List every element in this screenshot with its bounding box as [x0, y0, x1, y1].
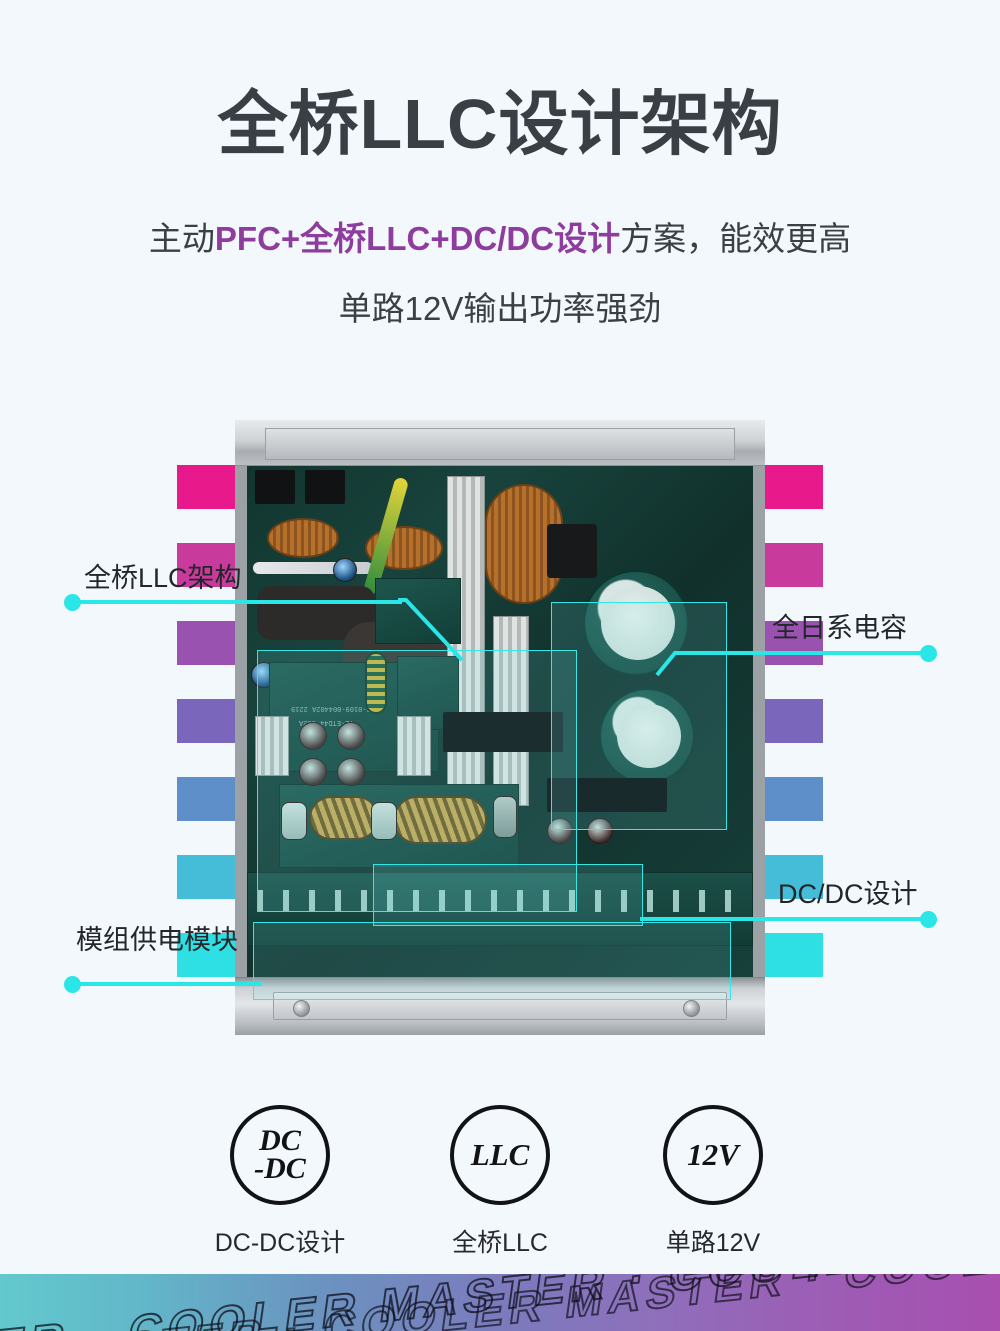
screw-icon — [293, 1000, 310, 1017]
badge-glyph-12v: 12V — [687, 1137, 739, 1172]
highlight-dc-dc — [373, 864, 643, 926]
psu-top-panel — [235, 420, 765, 466]
callout-line-modular-module — [72, 982, 262, 986]
subtitle-line-1: 主动PFC+全桥LLC+DC/DC设计方案，能效更高 — [0, 222, 1000, 255]
callout-elbow-full-bridge-llc — [398, 598, 464, 662]
psu-pcb: 13-0109-004402A 2219 TZ-ETD44-002A — [247, 466, 753, 977]
badge-ring-llc: LLC — [450, 1105, 550, 1205]
screw-icon — [683, 1000, 700, 1017]
callout-line-dc-dc — [640, 917, 926, 921]
subtitle-segment-plain-2: 方案，能效更高 — [620, 220, 852, 257]
callout-label-full-bridge-llc: 全桥LLC架构 — [84, 563, 242, 593]
psu-photo: 13-0109-004402A 2219 TZ-ETD44-002A — [235, 420, 765, 1035]
psu-bottom-panel — [235, 977, 765, 1035]
badge-caption-llc: 全桥LLC — [452, 1229, 548, 1257]
subtitle-segment-highlight: PFC+全桥LLC+DC/DC设计 — [214, 220, 621, 257]
callout-label-modular-module: 模组供电模块 — [76, 925, 238, 955]
subtitle-segment-plain-1: 主动 — [148, 220, 215, 257]
highlight-full-bridge-llc — [257, 650, 577, 912]
callout-line-japanese-capacitors — [700, 651, 926, 655]
callout-label-japanese-capacitors: 全日系电容 — [772, 613, 907, 643]
subtitle-line-2: 单路12V输出功率强劲 — [338, 290, 662, 327]
badge-ring-dc-dc: DC -DC — [230, 1105, 330, 1205]
highlight-modular-module — [253, 922, 731, 1000]
callout-dot-japanese-capacitors — [920, 645, 937, 662]
callout-line-full-bridge-llc — [72, 600, 402, 604]
page-title: 全桥LLC设计架构 — [217, 85, 783, 163]
solder-pins — [257, 890, 747, 912]
badge-12v[interactable]: 12V — [663, 1105, 763, 1205]
feature-badges: DC -DC DC-DC设计 LLC 全桥LLC 12V 单路12V — [0, 1105, 1000, 1265]
badge-ring-12v: 12V — [663, 1105, 763, 1205]
callout-elbow-japanese-capacitors — [655, 651, 711, 677]
callout-dot-dc-dc — [920, 911, 937, 928]
badge-glyph-llc: LLC — [470, 1137, 530, 1172]
badge-caption-dc-dc: DC-DC设计 — [214, 1229, 346, 1257]
brand-watermark-band: TER · COOLER MASTER · COOLER MASTER · CO… — [0, 1274, 1000, 1331]
screw-icon — [297, 440, 314, 457]
badge-llc[interactable]: LLC — [450, 1105, 550, 1205]
screw-icon — [383, 432, 409, 458]
callout-label-dc-dc: DC/DC设计 — [778, 879, 918, 909]
product-stage: 13-0109-004402A 2219 TZ-ETD44-002A — [177, 420, 823, 1035]
badge-glyph-dc-dc-line1: DC — [259, 1123, 301, 1157]
badge-dc-dc[interactable]: DC -DC — [230, 1105, 330, 1205]
badge-caption-12v: 单路12V — [665, 1229, 761, 1257]
badge-glyph-dc-dc-line2: -DC — [254, 1152, 306, 1185]
screw-icon — [665, 440, 682, 457]
highlight-japanese-capacitors — [551, 602, 727, 830]
